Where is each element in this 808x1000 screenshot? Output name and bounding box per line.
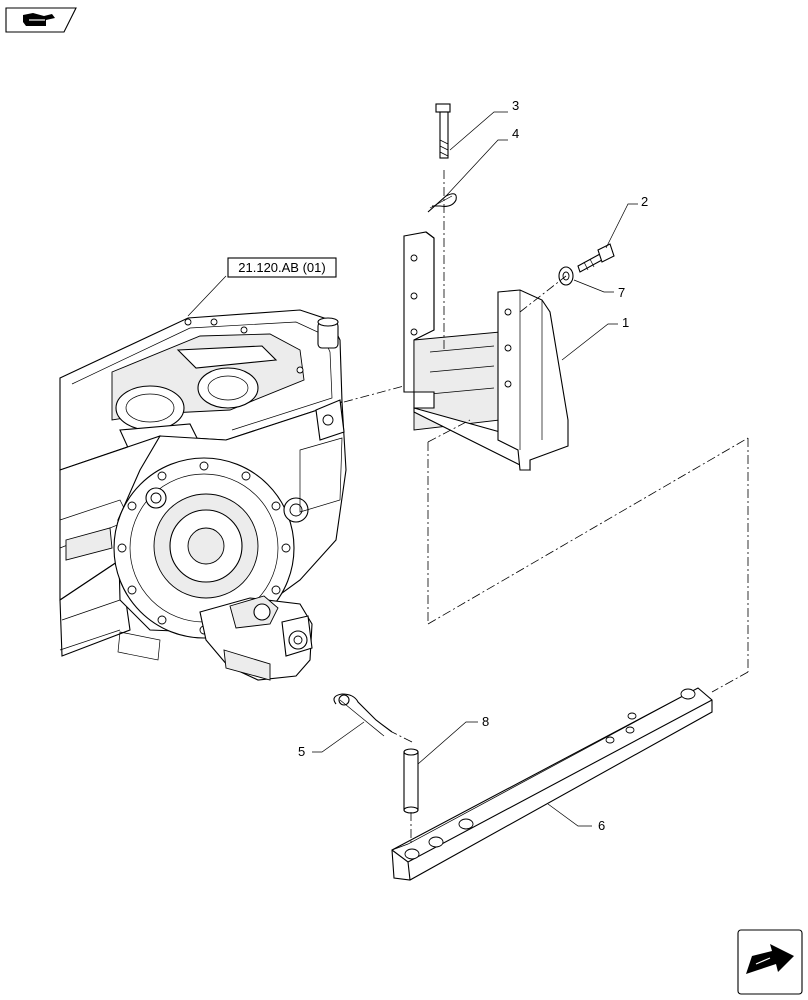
callout-4: 4 [512, 126, 519, 141]
part-4-spring-clip [427, 193, 457, 213]
callout-5: 5 [298, 744, 305, 759]
callout-8: 8 [482, 714, 489, 729]
part-3-bolt [435, 103, 451, 159]
callout-6: 6 [598, 818, 605, 833]
transmission-housing [59, 309, 347, 681]
callout-2: 2 [641, 194, 648, 209]
leader-lines [187, 111, 638, 827]
callout-labels: 3 4 2 7 1 5 8 6 [298, 98, 648, 833]
part-2-bolt [577, 243, 615, 273]
part-5-linch-pin [333, 693, 393, 737]
part-1-drawbar-bracket [403, 231, 569, 471]
callout-7: 7 [618, 285, 625, 300]
part-8-pin [403, 748, 419, 814]
book-hand-icon[interactable] [5, 7, 77, 33]
next-page-arrow-icon[interactable] [737, 929, 803, 995]
reference-label[interactable]: 21.120.AB (01) [227, 257, 337, 278]
callout-3: 3 [512, 98, 519, 113]
part-6-drawbar [391, 687, 713, 881]
callout-1: 1 [622, 315, 629, 330]
assembly-lines [343, 170, 749, 846]
reference-label-text: 21.120.AB (01) [238, 260, 325, 275]
